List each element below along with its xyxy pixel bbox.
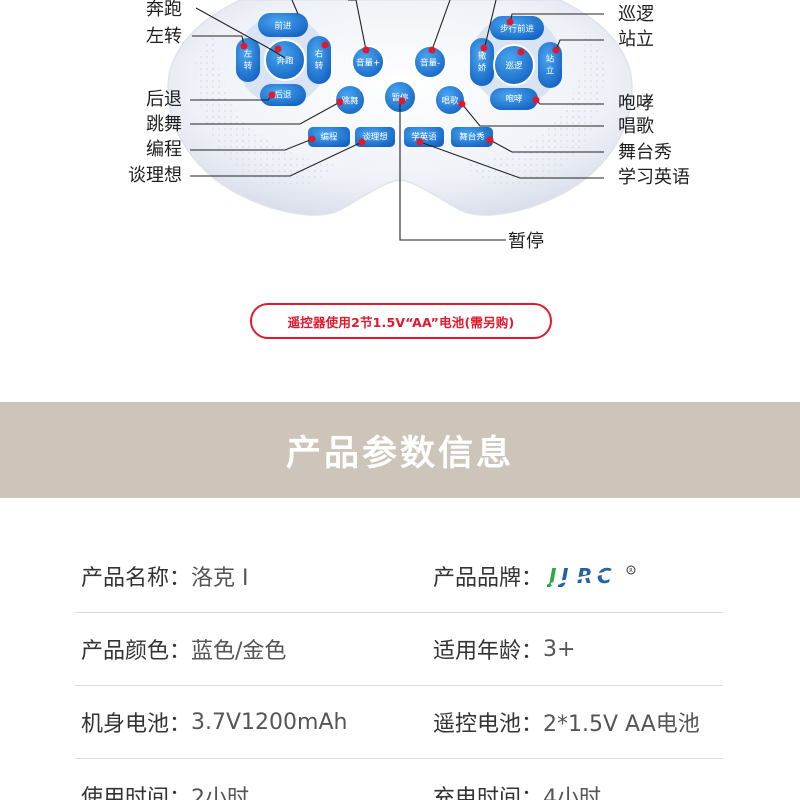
spec-label: 充电时间：: [433, 785, 544, 800]
left-turn-label-2: 转: [244, 61, 253, 72]
spec-cell-remote-battery: 遥控电池： 2*1.5V AA电池: [433, 686, 700, 758]
left-turn-label-1: 左: [244, 49, 253, 60]
callout-stand: 站立: [618, 29, 654, 50]
dance-button-label: 跳舞: [341, 96, 359, 107]
stand-label-2: 立: [546, 66, 555, 77]
remote-diagram-section: 前进 左 转 奔跑 右 转 后退 音量+ 音量- 步行前进 撒 娇: [128, 0, 690, 339]
brand-logo: J J R C R: [547, 565, 659, 587]
program-button-label: 编程: [320, 132, 338, 143]
spec-label: 产品品牌：: [433, 566, 544, 591]
jjrc-logo-icon: J J R C R: [547, 565, 636, 587]
callout-stage-show: 舞台秀: [618, 142, 672, 163]
stage-show-button[interactable]: [451, 127, 493, 147]
spec-cell-product-name: 产品名称： 洛克 I: [81, 540, 249, 612]
spec-value: 2小时: [191, 785, 250, 800]
spec-cell-brand: 产品品牌： J J R C R: [433, 540, 659, 612]
volume-down-label: 音量-: [420, 58, 440, 69]
spec-row: 机身电池： 3.7V1200mAh 遥控电池： 2*1.5V AA电池: [75, 686, 723, 759]
learn-english-button[interactable]: [404, 127, 444, 147]
spec-value: 4小时: [543, 785, 602, 800]
stage-show-button-label: 舞台秀: [459, 132, 485, 143]
spec-row: 使用时间： 2小时 充电时间： 4小时: [75, 759, 723, 800]
spec-label: 使用时间：: [81, 785, 192, 800]
program-button[interactable]: [308, 127, 350, 147]
patrol-button-label: 巡逻: [505, 61, 523, 72]
right-turn-label-2: 转: [315, 61, 324, 72]
callout-back: 后退: [146, 89, 182, 110]
spec-row: 产品颜色： 蓝色/金色 适用年龄： 3+: [75, 613, 723, 686]
callout-pause: 暂停: [508, 231, 544, 252]
callout-left-turn: 左转: [146, 26, 182, 47]
spec-banner: 产品参数信息: [0, 402, 800, 498]
callout-run: 奔跑: [146, 0, 182, 20]
forward-button[interactable]: [258, 13, 308, 37]
cute-label-1: 撒: [478, 51, 487, 62]
spec-label: 机身电池：: [81, 712, 192, 737]
right-dpad: 步行前进 撒 娇 巡逻 站 立 咆哮: [470, 15, 562, 110]
right-turn-label-1: 右: [315, 49, 324, 60]
stand-label-1: 站: [546, 54, 555, 65]
forward-button-label: 前进: [274, 21, 292, 32]
callout-program: 编程: [146, 139, 182, 160]
spec-cell-color: 产品颜色： 蓝色/金色: [81, 613, 286, 685]
svg-text:R: R: [629, 568, 633, 574]
middle-buttons: 跳舞 暂停 唱歌: [334, 80, 466, 116]
spec-cell-charge-time: 充电时间： 4小时: [433, 759, 601, 800]
spec-table: 产品名称： 洛克 I 产品品牌： J J R C R: [75, 540, 723, 800]
spec-value: 蓝色/金色: [191, 639, 287, 664]
patrol-button[interactable]: [493, 44, 535, 86]
spec-cell-body-battery: 机身电池： 3.7V1200mAh: [81, 686, 347, 758]
remote-diagram: 前进 左 转 奔跑 右 转 后退 音量+ 音量- 步行前进 撒 娇: [128, 0, 690, 252]
volume-buttons: 音量+ 音量-: [351, 45, 447, 79]
back-button[interactable]: [260, 84, 306, 106]
callout-dance: 跳舞: [146, 114, 182, 135]
left-turn-button[interactable]: [236, 38, 260, 82]
callout-patrol: 巡逻: [618, 4, 654, 25]
cute-button[interactable]: [470, 38, 494, 86]
svg-text:J: J: [547, 565, 557, 587]
roar-button-label: 咆哮: [505, 94, 523, 105]
volume-up-button[interactable]: [351, 45, 385, 79]
volume-down-button[interactable]: [413, 45, 447, 79]
leader-lines: [190, 0, 604, 241]
callout-sing: 唱歌: [618, 116, 654, 137]
svg-text:J: J: [557, 565, 569, 587]
roar-button[interactable]: [490, 88, 538, 110]
callout-learn-english: 学习英语: [618, 167, 690, 188]
step-forward-label: 步行前进: [500, 24, 535, 35]
learn-english-button-label: 学英语: [411, 132, 437, 143]
spec-label: 遥控电池：: [433, 712, 544, 737]
callout-talk-ideal: 谈理想: [128, 165, 182, 186]
spec-value: 3.7V1200mAh: [191, 709, 348, 735]
spec-row: 产品名称： 洛克 I 产品品牌： J J R C R: [75, 540, 723, 613]
cute-label-2: 娇: [478, 63, 487, 74]
talk-ideal-button-label: 谈理想: [362, 132, 388, 143]
volume-up-label: 音量+: [356, 58, 380, 69]
spec-value: 2*1.5V AA电池: [543, 712, 700, 737]
run-button-label: 奔跑: [276, 56, 294, 67]
spec-label: 适用年龄：: [433, 639, 544, 664]
battery-note: 遥控器使用2节1.5V“AA”电池(需另购): [250, 303, 552, 339]
svg-text:C: C: [597, 565, 612, 587]
sing-button-label: 唱歌: [441, 96, 459, 107]
step-forward-button[interactable]: [490, 16, 544, 40]
spec-title: 产品参数信息: [285, 433, 514, 474]
anchor-dots: [240, 18, 560, 146]
callout-roar: 咆哮: [618, 93, 654, 114]
spec-label: 产品名称：: [81, 566, 192, 591]
spec-value: 3+: [543, 636, 576, 662]
spec-cell-age: 适用年龄： 3+: [433, 613, 575, 685]
dance-button[interactable]: [334, 84, 366, 116]
spec-cell-use-time: 使用时间： 2小时: [81, 759, 249, 800]
spec-value: 洛克 I: [191, 566, 249, 591]
back-button-label: 后退: [274, 90, 292, 101]
sing-button[interactable]: [434, 84, 466, 116]
spec-label: 产品颜色：: [81, 639, 192, 664]
callout-labels: 奔跑 左转 后退 跳舞 编程 谈理想 巡逻 站立 咆哮 唱歌 舞台秀 学习英语 …: [128, 0, 690, 252]
